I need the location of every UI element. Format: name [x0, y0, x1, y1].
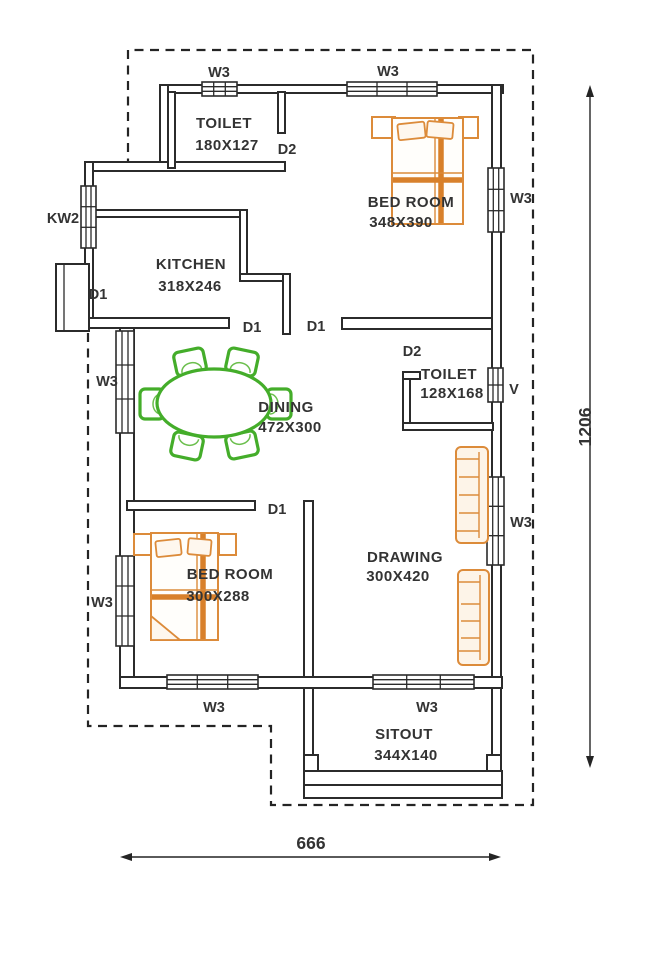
wall-segment: [303, 687, 314, 759]
bed-icon-bedroom2: [133, 532, 237, 641]
wall-segment: [402, 371, 421, 380]
window-label-w3: W3: [203, 700, 225, 716]
dimension-width: 666: [120, 833, 501, 861]
room-label-dining: DINING: [258, 399, 314, 416]
dimension-width-label: 666: [296, 833, 325, 853]
room-label-bedroom-2: BED ROOM: [187, 566, 274, 583]
door-label-d1: D1: [307, 319, 326, 335]
room-size-bedroom-2: 300X288: [186, 588, 250, 605]
window-w3-bottom-a: [166, 674, 259, 690]
room-size-kitchen: 318X246: [158, 278, 222, 295]
window-kw2-left: [80, 185, 97, 249]
wall-segment: [159, 84, 169, 170]
room-size-toilet-1: 180X127: [195, 137, 259, 154]
ventilator-label-v: V: [509, 382, 519, 398]
dining-set-icon: [138, 345, 293, 463]
sofa-icon-drawing-1: [455, 446, 489, 544]
room-size-drawing: 300X420: [366, 568, 430, 585]
room-label-toilet-2: TOILET: [421, 366, 477, 383]
window-label-w3: W3: [416, 700, 438, 716]
wall-segment: [402, 371, 411, 431]
window-w3-bottom-b: [372, 674, 475, 690]
sofa-icon-drawing-2: [457, 569, 490, 666]
dimension-height: 1206: [575, 85, 595, 768]
room-label-kitchen: KITCHEN: [156, 256, 226, 273]
window-label-w3: W3: [96, 374, 118, 390]
wall-segment: [277, 91, 286, 134]
window-w3-top-b: [346, 81, 438, 97]
door-label-d1: D1: [89, 287, 108, 303]
wall-segment: [84, 161, 286, 172]
window-label-kw2: KW2: [47, 211, 79, 227]
sitout-step: [303, 770, 503, 786]
bed-icon-bedroom1: [371, 116, 479, 225]
room-label-drawing: DRAWING: [367, 549, 443, 566]
windows: [80, 81, 505, 690]
room-label-bedroom-1: BED ROOM: [368, 194, 455, 211]
window-w3-right-a: [487, 167, 505, 233]
room-size-toilet-2: 128X168: [420, 385, 484, 402]
wall-segment: [402, 422, 494, 431]
dimension-height-label: 1206: [575, 407, 595, 446]
room-size-dining: 472X300: [258, 419, 322, 436]
room-size-sitout: 344X140: [374, 747, 438, 764]
room-size-bedroom-1: 348X390: [369, 214, 433, 231]
sitout-pillar: [303, 754, 319, 772]
window-label-w3: W3: [510, 515, 532, 531]
window-w3-top-a: [201, 81, 238, 97]
wall-segment: [341, 317, 493, 330]
door-label-d1: D1: [268, 502, 287, 518]
wall-segment: [84, 317, 230, 329]
wall-segment: [126, 500, 256, 511]
window-w3-left-b: [115, 555, 135, 647]
room-labels: TOILET 180X127 BED ROOM 348X390 KITCHEN …: [156, 115, 484, 764]
window-label-w3: W3: [91, 595, 113, 611]
wall-segment: [89, 209, 248, 218]
opening-labels: W3 W3 W3 W3 W3 W3 W3 W3 KW2 D1 D1 D1 D1 …: [47, 64, 532, 716]
kitchen-outside-step: [55, 263, 90, 332]
room-label-toilet-1: TOILET: [196, 115, 252, 132]
sitout-step: [303, 784, 503, 799]
sitout-pillar: [486, 754, 502, 772]
plot-boundary: [86, 48, 535, 807]
window-v-right: [487, 367, 504, 403]
window-label-w3: W3: [510, 191, 532, 207]
door-label-d2: D2: [278, 142, 297, 158]
window-w3-left-a: [115, 330, 135, 434]
wall-segment: [282, 273, 291, 335]
door-label-d2: D2: [403, 344, 422, 360]
window-label-w3: W3: [208, 65, 230, 81]
room-label-sitout: SITOUT: [375, 726, 433, 743]
wall-segment: [303, 500, 314, 688]
door-label-d1: D1: [243, 320, 262, 336]
wall-segment: [167, 91, 176, 169]
wall-segment: [239, 209, 248, 282]
window-w3-right-b: [486, 476, 505, 566]
window-label-w3: W3: [377, 64, 399, 80]
